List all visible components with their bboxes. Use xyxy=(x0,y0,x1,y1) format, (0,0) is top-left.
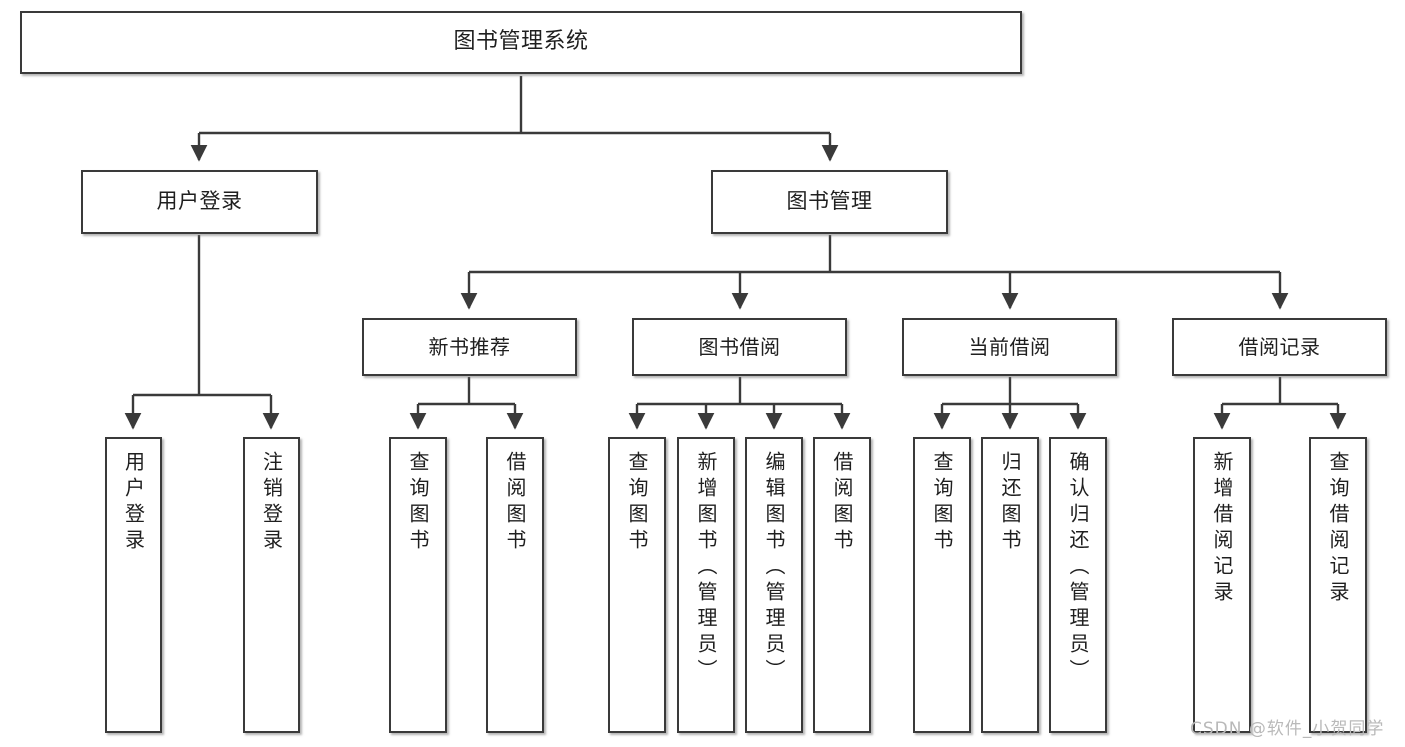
node-leaf-login[interactable]: 用户登录 xyxy=(105,437,162,733)
node-leaf-confirm-return-label: 确认归还（管理员） xyxy=(1066,451,1090,685)
node-leaf-query-book-2-label: 查询图书 xyxy=(625,451,649,555)
node-leaf-borrow-book-1-label: 借阅图书 xyxy=(503,451,527,555)
node-leaf-edit-book-label: 编辑图书（管理员） xyxy=(762,451,786,685)
node-leaf-add-record[interactable]: 新增借阅记录 xyxy=(1193,437,1251,733)
node-leaf-return-book-label: 归还图书 xyxy=(998,451,1022,555)
node-current-borrow[interactable]: 当前借阅 xyxy=(902,318,1117,376)
node-new-book-rec[interactable]: 新书推荐 xyxy=(362,318,577,376)
node-leaf-borrow-book-2-label: 借阅图书 xyxy=(830,451,854,555)
node-leaf-query-book-3-label: 查询图书 xyxy=(930,451,954,555)
node-leaf-query-book-1[interactable]: 查询图书 xyxy=(389,437,447,733)
node-user-login[interactable]: 用户登录 xyxy=(81,170,318,234)
node-leaf-add-record-label: 新增借阅记录 xyxy=(1210,451,1234,607)
node-leaf-return-book[interactable]: 归还图书 xyxy=(981,437,1039,733)
node-leaf-query-book-2[interactable]: 查询图书 xyxy=(608,437,666,733)
node-leaf-query-book-1-label: 查询图书 xyxy=(406,451,430,555)
node-leaf-query-book-3[interactable]: 查询图书 xyxy=(913,437,971,733)
node-leaf-borrow-book-2[interactable]: 借阅图书 xyxy=(813,437,871,733)
node-current-borrow-label: 当前借阅 xyxy=(968,334,1051,359)
node-book-manage[interactable]: 图书管理 xyxy=(711,170,948,234)
node-leaf-logout-label: 注销登录 xyxy=(259,451,284,555)
node-leaf-borrow-book-1[interactable]: 借阅图书 xyxy=(486,437,544,733)
node-leaf-add-book[interactable]: 新增图书（管理员） xyxy=(677,437,735,733)
node-leaf-login-label: 用户登录 xyxy=(121,451,146,555)
node-borrow-record-label: 借阅记录 xyxy=(1238,334,1321,359)
node-book-borrow-label: 图书借阅 xyxy=(698,334,781,359)
csdn-watermark: CSDN @软件_小贺同学 xyxy=(1190,719,1385,739)
node-root[interactable]: 图书管理系统 xyxy=(20,11,1022,74)
node-leaf-confirm-return[interactable]: 确认归还（管理员） xyxy=(1049,437,1107,733)
node-new-book-rec-label: 新书推荐 xyxy=(428,334,511,359)
node-root-label: 图书管理系统 xyxy=(453,29,589,55)
node-borrow-record[interactable]: 借阅记录 xyxy=(1172,318,1387,376)
node-book-manage-label: 图书管理 xyxy=(786,189,873,214)
node-leaf-query-record[interactable]: 查询借阅记录 xyxy=(1309,437,1367,733)
node-user-login-label: 用户登录 xyxy=(156,189,243,214)
node-leaf-add-book-label: 新增图书（管理员） xyxy=(694,451,718,685)
node-book-borrow[interactable]: 图书借阅 xyxy=(632,318,847,376)
node-leaf-query-record-label: 查询借阅记录 xyxy=(1326,451,1350,607)
node-leaf-logout[interactable]: 注销登录 xyxy=(243,437,300,733)
node-leaf-edit-book[interactable]: 编辑图书（管理员） xyxy=(745,437,803,733)
